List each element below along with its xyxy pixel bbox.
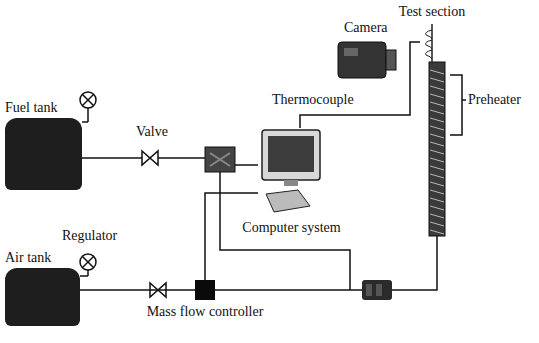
connector-line (300, 42, 420, 128)
connector (80, 290, 195, 291)
stand (284, 180, 298, 186)
keyboard (266, 190, 310, 212)
part-label: Regulator (62, 228, 117, 244)
monitor (262, 130, 320, 180)
coil-turn (430, 110, 444, 114)
part-label: Camera (344, 20, 388, 36)
coil-turn (430, 166, 444, 170)
coil-turn (430, 142, 444, 146)
computer-icon-shape (258, 128, 325, 216)
coil-turn (430, 198, 444, 202)
node-label: Test section (399, 4, 465, 20)
coil-turn (430, 174, 444, 178)
coil-turn (430, 102, 444, 106)
node-label: Mass flow controller (147, 304, 264, 320)
connector-line (80, 289, 195, 291)
coil-turn (430, 86, 444, 90)
connector (205, 193, 258, 280)
coil-turn (430, 94, 444, 98)
part-label: Valve (136, 124, 168, 140)
connector (300, 42, 420, 128)
coil-turn (430, 190, 444, 194)
node-label: Computer system (242, 220, 340, 236)
coil-turn (430, 182, 444, 186)
computer-icon: Computer system (258, 128, 325, 216)
test-section: Test section (420, 24, 444, 62)
gas-tank: Fuel tank (5, 118, 82, 190)
coil-turn (430, 206, 444, 210)
coil-turn (430, 118, 444, 122)
coil-turn (430, 158, 444, 162)
thermocouple-tip (426, 30, 432, 39)
test-section-shape (420, 24, 444, 62)
coil-turn (430, 126, 444, 130)
part-label: Preheater (468, 92, 521, 108)
part-label: Thermocouple (272, 92, 354, 108)
gas-tank: Air tank (5, 268, 80, 326)
coil-turn (430, 150, 444, 154)
mass-flow-controller: Mass flow controller (195, 280, 215, 300)
connector-line (205, 193, 258, 280)
coil-turn (430, 70, 444, 74)
node-label: Air tank (5, 250, 51, 266)
node-label: Fuel tank (5, 100, 58, 116)
coil-turn (430, 222, 444, 226)
coil-turn (430, 230, 444, 234)
coil-turn (430, 214, 444, 218)
coil-turn (430, 134, 444, 138)
thermocouple-tip (426, 50, 432, 59)
coil-turn (430, 78, 444, 82)
thermocouple-tip (426, 40, 432, 49)
screen (268, 136, 314, 172)
